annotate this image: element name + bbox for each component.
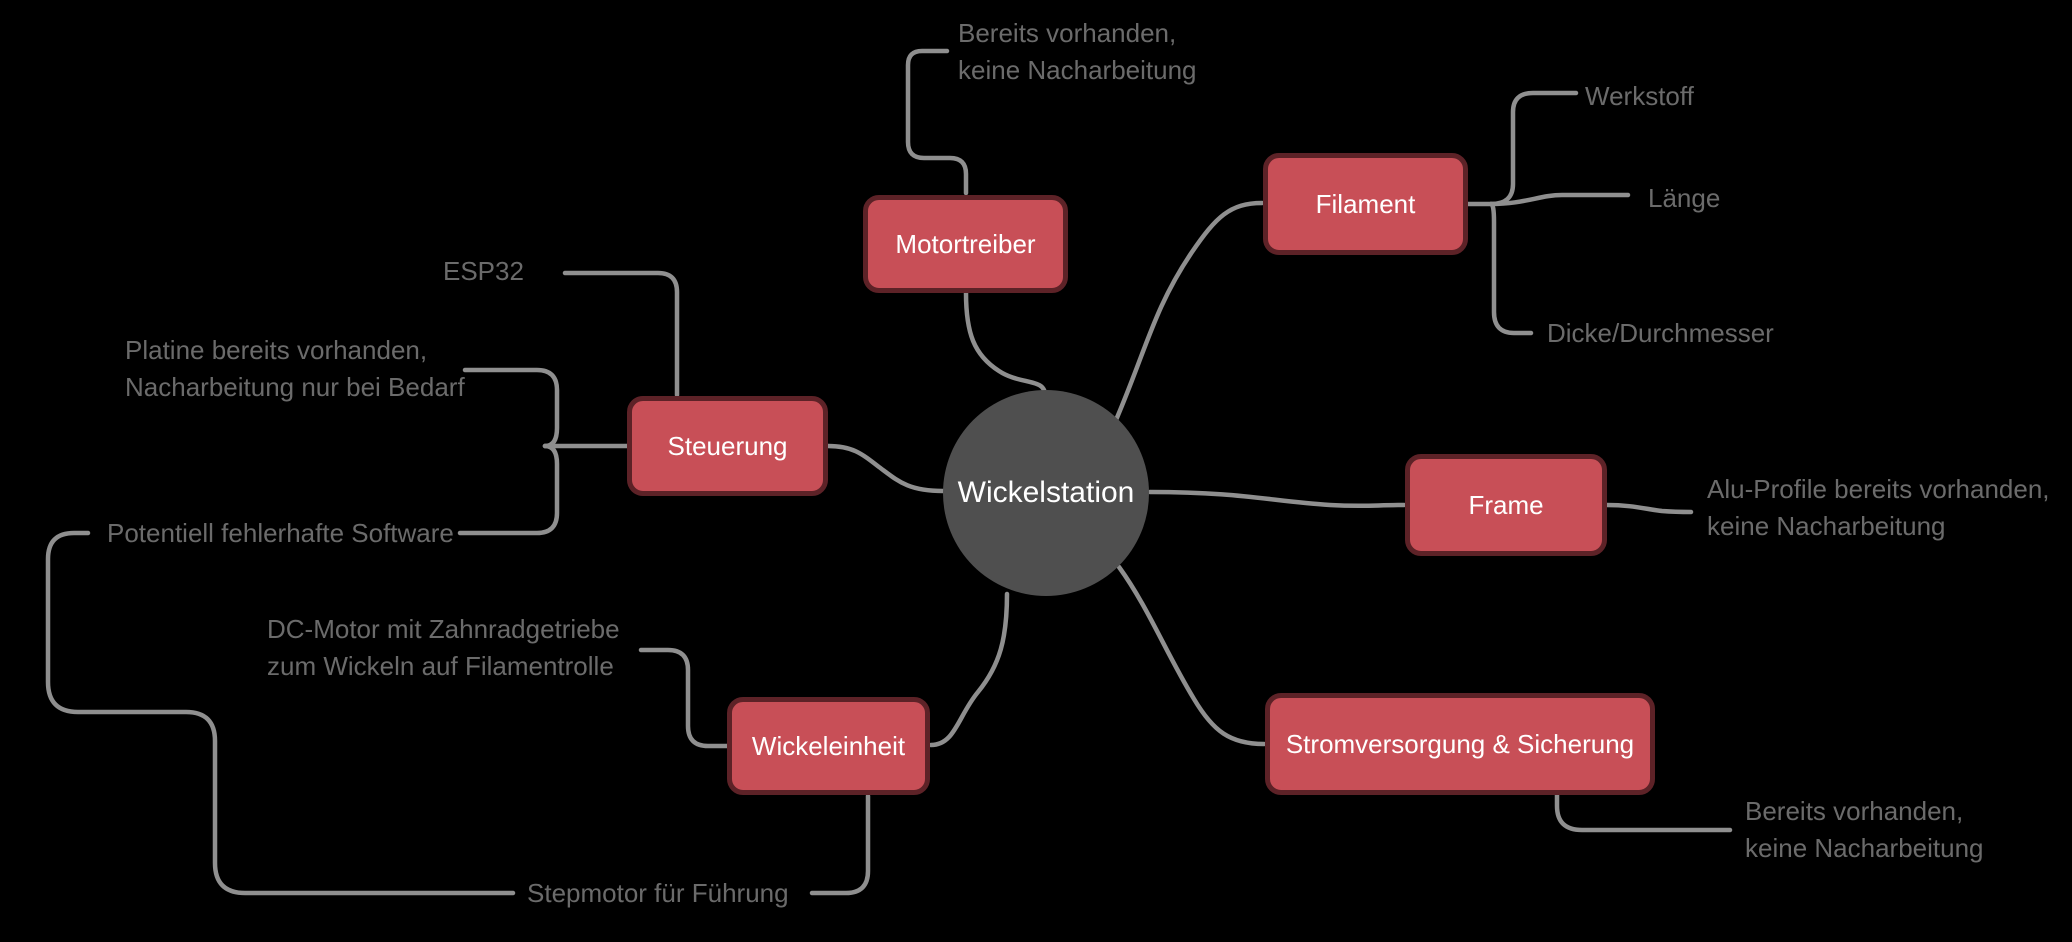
edge-dcmotor-wickeleinheit xyxy=(638,647,730,749)
leaf-wickeleinheit-stepmotor[interactable]: Stepmotor für Führung xyxy=(527,878,789,908)
edge-center-frame xyxy=(1147,489,1407,509)
branch-node-steuerung[interactable]: Steuerung xyxy=(627,396,828,496)
leaf-strom-vorhanden[interactable]: Bereits vorhanden, keine Nacharbeitung xyxy=(1745,796,1984,863)
branch-node-filament[interactable]: Filament xyxy=(1263,153,1468,255)
branch-label: Stromversorgung & Sicherung xyxy=(1285,728,1635,759)
edge-motortreiber-center xyxy=(963,290,1048,398)
edge-center-steuerung xyxy=(825,443,946,494)
edge-steuerung-esp32 xyxy=(562,270,680,398)
branch-label: Filament xyxy=(1315,188,1416,219)
leaf-steuerung-software[interactable]: Potentiell fehlerhafte Software xyxy=(107,518,454,548)
central-node-label: Wickelstation xyxy=(957,476,1135,509)
edge-motortreiber-leaf xyxy=(905,48,969,196)
edge-steuerung-software xyxy=(457,443,560,536)
edge-strom-leaf xyxy=(1554,792,1733,833)
leaf-steuerung-platine[interactable]: Platine bereits vorhanden, Nacharbeitung… xyxy=(125,335,465,402)
branch-label: Wickeleinheit xyxy=(751,730,906,761)
branch-node-frame[interactable]: Frame xyxy=(1405,454,1607,556)
leaf-wickeleinheit-dcmotor[interactable]: DC-Motor mit Zahnradgetriebe zum Wickeln… xyxy=(267,614,620,681)
branch-node-wickeleinheit[interactable]: Wickeleinheit xyxy=(727,697,930,795)
edge-center-strom xyxy=(1116,564,1267,747)
branch-label: Steuerung xyxy=(667,430,788,461)
branch-node-stromversorgung[interactable]: Stromversorgung & Sicherung xyxy=(1265,693,1655,795)
branch-label: Motortreiber xyxy=(895,228,1036,259)
leaf-frame-aluprofile[interactable]: Alu-Profile bereits vorhanden, keine Nac… xyxy=(1707,474,2050,541)
edge-steuerung-platine xyxy=(462,367,560,449)
edge-long-left xyxy=(45,530,516,896)
edge-filament-werkstoff xyxy=(1488,90,1579,207)
branch-label: Frame xyxy=(1468,489,1544,520)
leaf-filament-werkstoff[interactable]: Werkstoff xyxy=(1585,81,1694,111)
edge-filament-laenge xyxy=(1488,192,1631,207)
leaf-steuerung-esp32[interactable]: ESP32 xyxy=(443,256,524,286)
edge-center-wickeleinheit xyxy=(928,591,1010,748)
edge-filament-dicke xyxy=(1488,201,1534,336)
edge-center-filament xyxy=(1113,200,1265,423)
leaf-filament-dicke[interactable]: Dicke/Durchmesser xyxy=(1547,318,1774,348)
central-node-wickelstation[interactable]: Wickelstation xyxy=(943,390,1149,596)
leaf-filament-laenge[interactable]: Länge xyxy=(1648,183,1721,213)
leaf-motortreiber-vorhanden[interactable]: Bereits vorhanden, keine Nacharbeitung xyxy=(958,18,1197,85)
edge-frame-leaf xyxy=(1604,502,1694,515)
branch-node-motortreiber[interactable]: Motortreiber xyxy=(863,195,1068,293)
edge-stepmotor-wickeleinheit xyxy=(809,793,871,896)
